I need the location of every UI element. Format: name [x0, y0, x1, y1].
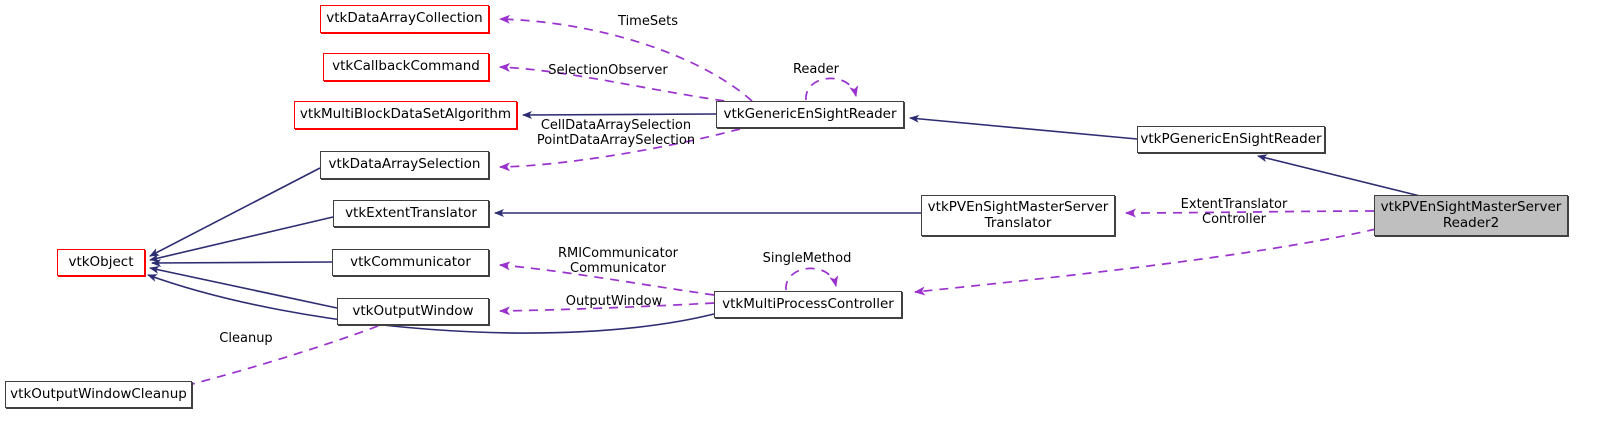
node-vtkDataArrayCollection[interactable]: vtkDataArrayCollection — [320, 5, 489, 33]
node-vtkCallbackCommand[interactable]: vtkCallbackCommand — [323, 53, 489, 81]
edge-label-rmicommunicator: RMICommunicator Communicator — [557, 246, 679, 277]
edge-vtkPVEnSightMasterServerReader2-to-vtkPGenericEnSightReader — [1257, 154, 1421, 197]
node-vtkCommunicator[interactable]: vtkCommunicator — [332, 249, 489, 276]
node-vtkMultiBlockDataSetAlgorithm[interactable]: vtkMultiBlockDataSetAlgorithm — [294, 101, 517, 129]
edge-vtkOutputWindow-to-vtkObject — [149, 265, 338, 309]
edge-vtkCommunicator-to-vtkObject — [151, 258, 333, 267]
node-vtkObject[interactable]: vtkObject — [57, 249, 145, 276]
node-vtkGenericEnSightReader[interactable]: vtkGenericEnSightReader — [716, 101, 904, 128]
node-vtkDataArraySelection[interactable]: vtkDataArraySelection — [320, 151, 489, 179]
node-vtkPGenericEnSightReader[interactable]: vtkPGenericEnSightReader — [1137, 126, 1325, 153]
edge-reader-selfloop — [805, 77, 859, 101]
edge-label-selectionobserver: SelectionObserver — [548, 63, 668, 78]
edge-controller — [914, 228, 1377, 296]
edge-timesets — [499, 14, 753, 102]
edge-vtkDataArraySelection-to-vtkObject — [149, 167, 321, 257]
edge-label-dataarrayselection: CellDataArraySelection PointDataArraySel… — [536, 118, 696, 149]
node-vtkExtentTranslator[interactable]: vtkExtentTranslator — [333, 200, 489, 227]
edge-label-singlemethod: SingleMethod — [762, 251, 852, 266]
edge-vtkGenericEnSightReader-to-vtkMultiBlockDataSetAlgorithm — [522, 110, 717, 119]
edge-singlemethod-selfloop — [785, 267, 839, 291]
edge-label-timesets: TimeSets — [618, 14, 678, 29]
edge-label-outputwindow: OutputWindow — [565, 294, 663, 309]
edge-label-extenttranslator-controller: ExtentTranslator Controller — [1180, 197, 1288, 228]
node-vtkPVEnSightMasterServerReader2[interactable]: vtkPVEnSightMasterServer Reader2 — [1374, 195, 1568, 236]
node-vtkMultiProcessController[interactable]: vtkMultiProcessController — [714, 291, 902, 318]
edge-label-cleanup: Cleanup — [219, 331, 273, 346]
node-vtkPVEnSightMasterServerTranslator[interactable]: vtkPVEnSightMasterServer Translator — [921, 195, 1115, 236]
edge-vtkPGenericEnSightReader-to-vtkGenericEnSightReader — [909, 114, 1138, 140]
edge-label-reader: Reader — [792, 62, 839, 77]
edge-vtkExtentTranslator-to-vtkObject — [149, 216, 334, 262]
node-vtkOutputWindow[interactable]: vtkOutputWindow — [337, 298, 489, 325]
node-vtkOutputWindowCleanup[interactable]: vtkOutputWindowCleanup — [5, 381, 192, 408]
